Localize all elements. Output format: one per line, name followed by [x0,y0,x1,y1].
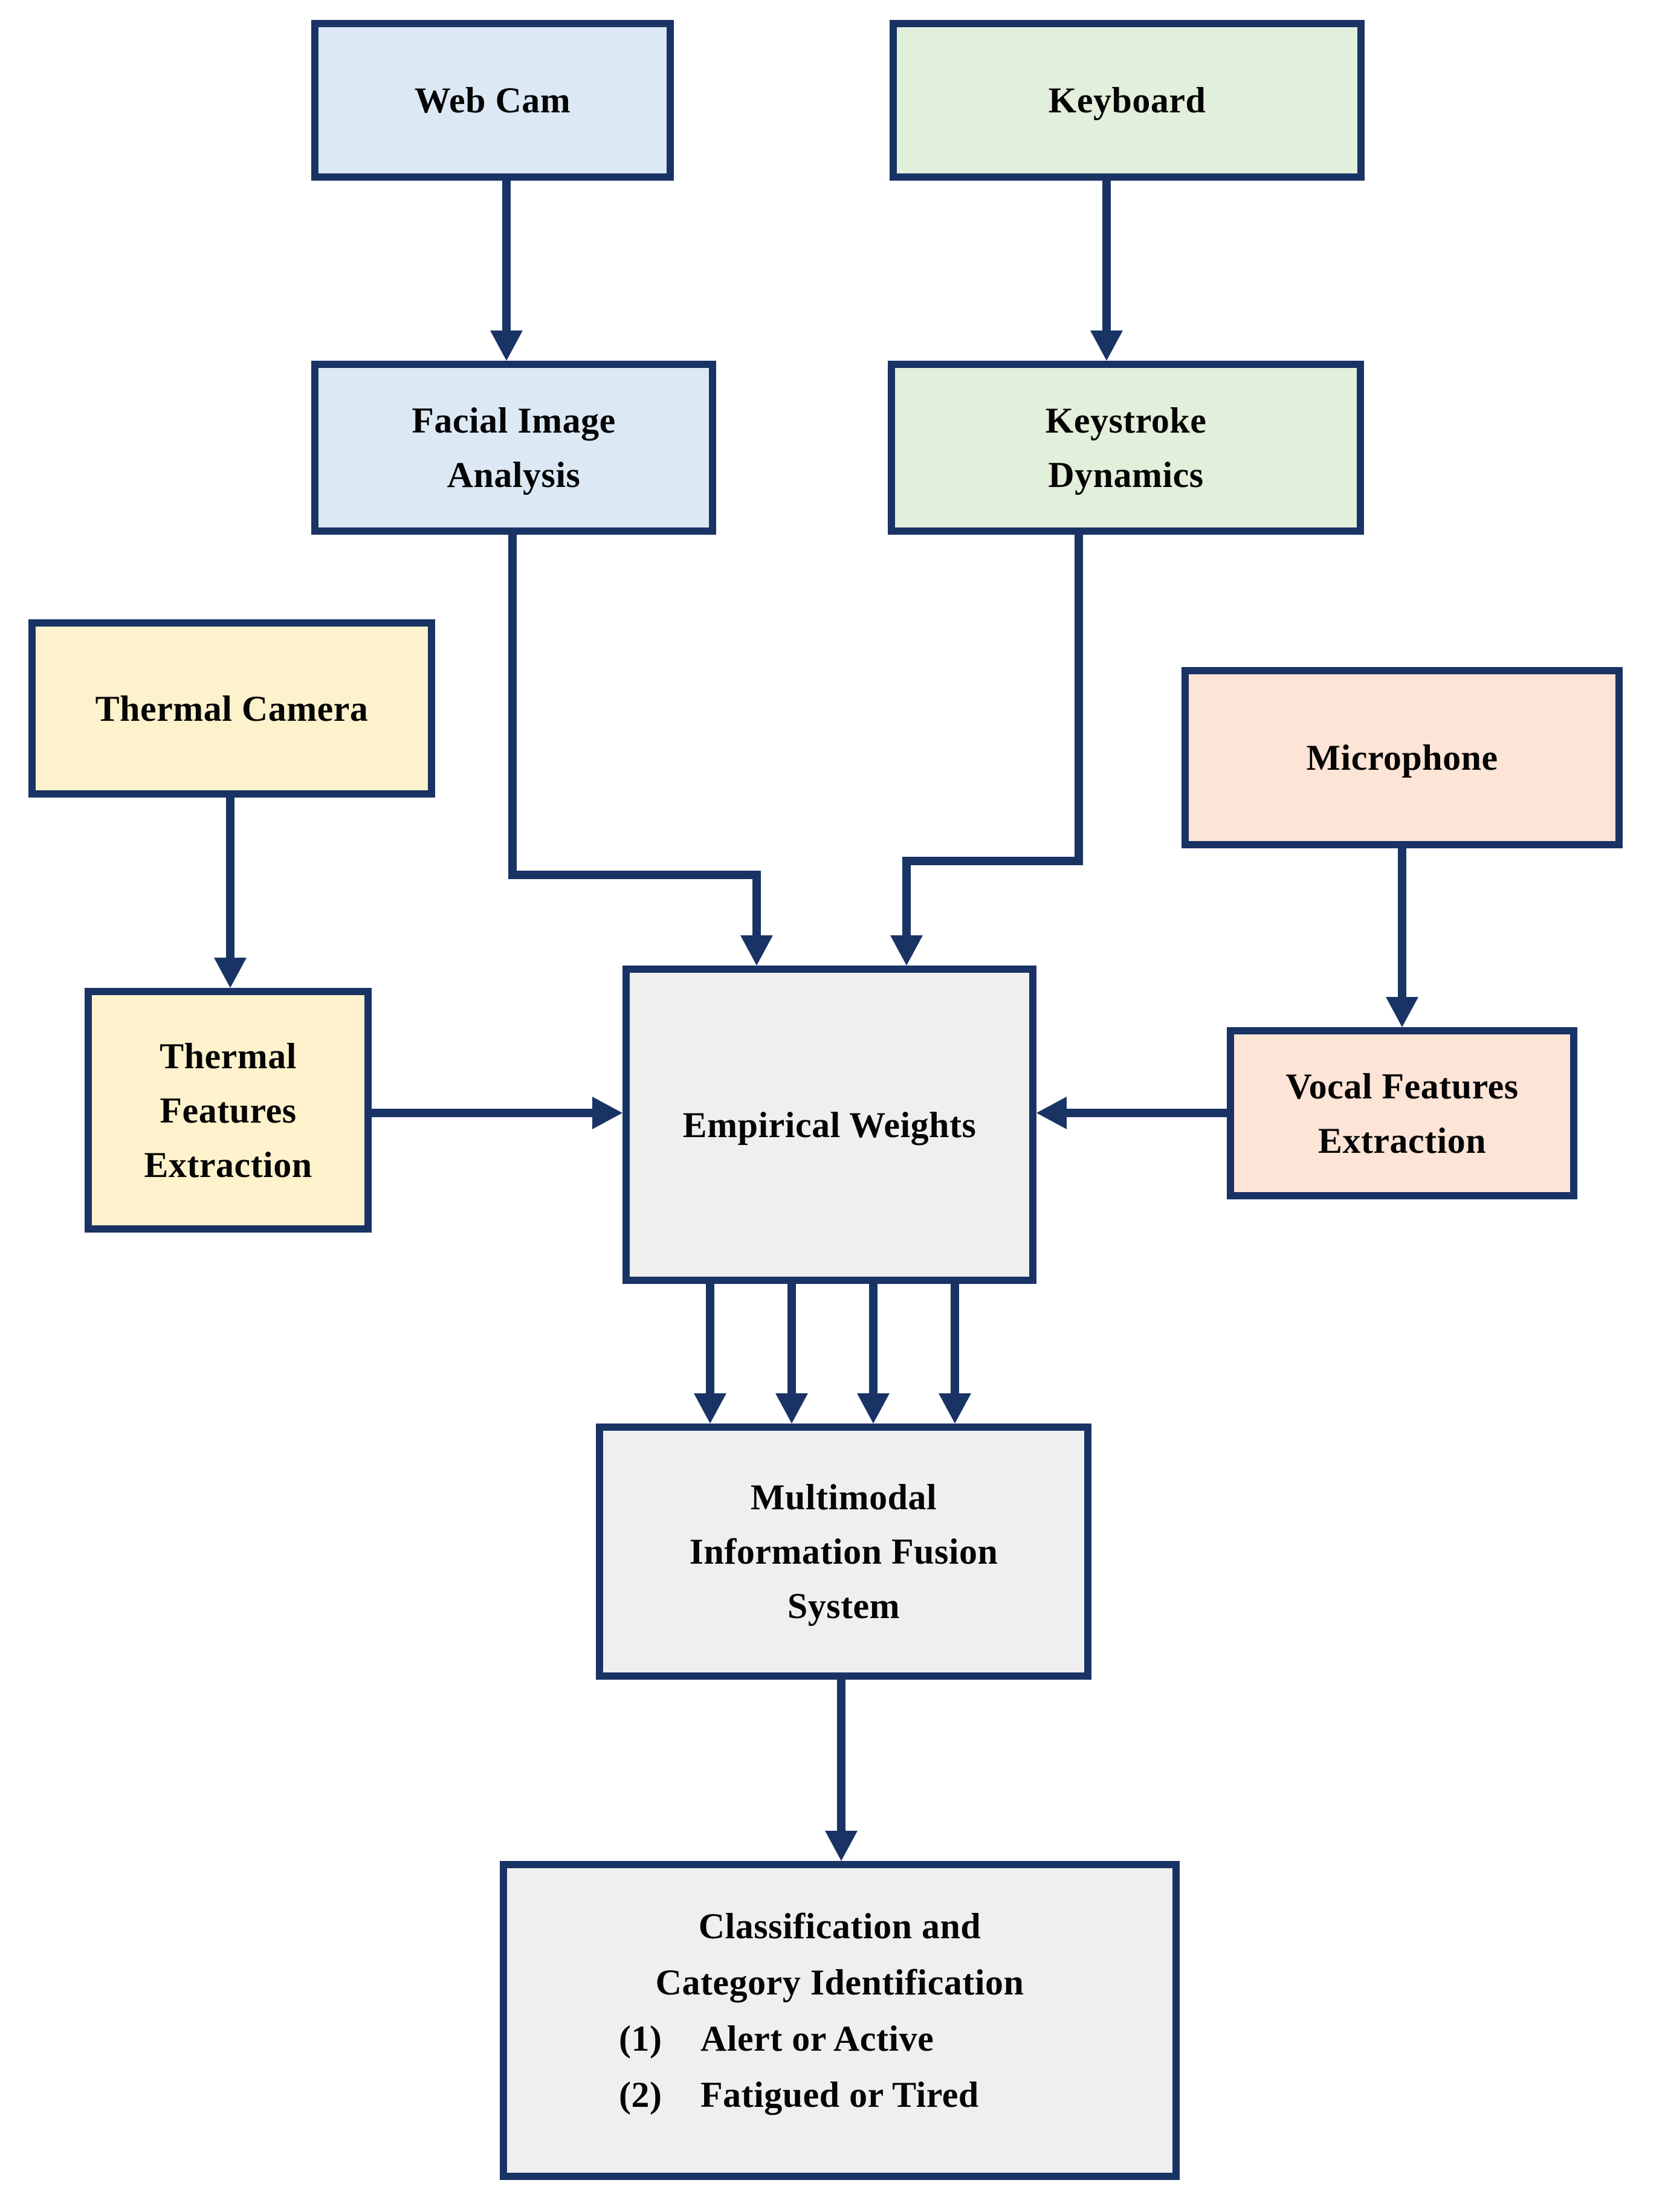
arrow-keystroke-dynamics-to-empirical-weights [890,535,1083,966]
arrow-empirical-weights-to-fusion-2 [775,1284,808,1424]
arrow-thermal-features-extraction-to-empirical-weights [372,1097,622,1129]
arrow-microphone-to-vocal-features-extraction [1386,848,1418,1027]
node-web-cam-label: Web Cam [414,80,571,120]
node-thermal-camera-label: Thermal Camera [95,688,369,729]
node-keystroke-dynamics-label: Keystroke Dynamics [1045,401,1207,495]
arrow-vocal-features-extraction-to-empirical-weights [1036,1097,1227,1129]
node-empirical-weights-label: Empirical Weights [682,1104,977,1145]
node-multimodal-fusion: Multimodal Information Fusion System [596,1424,1091,1680]
node-classification: Classification and Category Identificati… [500,1861,1180,2180]
node-microphone: Microphone [1182,667,1623,848]
classification-item-2: (2) Fatigued or Tired [507,2067,1172,2123]
node-microphone-label: Microphone [1306,738,1498,778]
arrow-empirical-weights-to-fusion-1 [694,1284,726,1424]
arrow-empirical-weights-to-fusion-3 [857,1284,890,1424]
node-facial-image-analysis-label: Facial Image Analysis [412,401,616,495]
arrow-web-cam-to-facial-image-analysis [490,181,523,361]
node-thermal-features-extraction-label: Thermal Features Extraction [144,1036,312,1185]
classification-item-1-text: Alert or Active [700,2019,934,2059]
node-empirical-weights: Empirical Weights [622,966,1036,1284]
arrow-facial-image-analysis-to-empirical-weights [508,535,773,966]
classification-title-line-2: Category Identification [655,1962,1024,2002]
node-keyboard: Keyboard [890,20,1365,181]
node-thermal-camera: Thermal Camera [28,619,435,798]
arrow-empirical-weights-to-fusion-4 [939,1284,971,1424]
arrow-keyboard-to-keystroke-dynamics [1090,181,1123,361]
node-vocal-features-extraction-label: Vocal Features Extraction [1285,1066,1519,1161]
arrow-fusion-to-classification [825,1680,858,1861]
node-thermal-features-extraction: Thermal Features Extraction [85,988,372,1233]
node-keystroke-dynamics: Keystroke Dynamics [888,361,1364,535]
classification-item-2-number: (2) [619,2075,662,2115]
node-multimodal-fusion-label: Multimodal Information Fusion System [689,1477,998,1626]
classification-item-1-number: (1) [619,2019,662,2059]
node-facial-image-analysis: Facial Image Analysis [311,361,716,535]
classification-item-1: (1) Alert or Active [507,2011,1172,2067]
node-keyboard-label: Keyboard [1048,80,1206,120]
classification-title-line-1: Classification and [698,1906,981,1946]
node-vocal-features-extraction: Vocal Features Extraction [1227,1027,1577,1199]
node-web-cam: Web Cam [311,20,674,181]
arrow-thermal-camera-to-thermal-features-extraction [214,798,247,988]
classification-item-2-text: Fatigued or Tired [700,2075,979,2115]
